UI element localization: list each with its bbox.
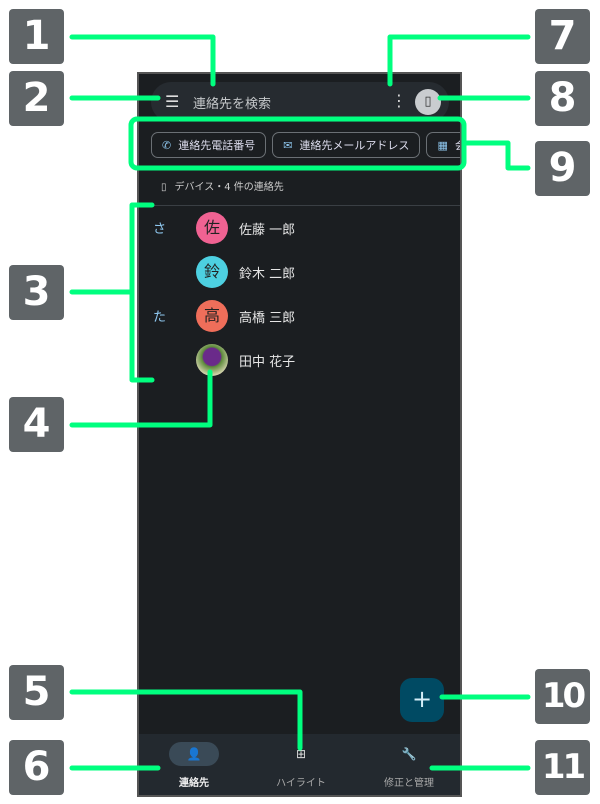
section-letter: た xyxy=(153,310,167,325)
highlight-icon: ⊞ xyxy=(295,747,307,761)
callout-1: 1 xyxy=(9,9,64,64)
chip-label: 会 xyxy=(455,137,460,153)
contact-name: 田中 花子 xyxy=(239,355,296,370)
callout-3: 3 xyxy=(9,265,64,320)
chip-label: 連絡先電話番号 xyxy=(178,139,256,152)
more-options-icon[interactable]: ⋮ xyxy=(391,91,407,110)
chip-phone[interactable]: ✆ 連絡先電話番号 xyxy=(151,132,267,158)
contact-count: ▯ デバイス・4 件の連絡先 xyxy=(161,178,284,193)
menu-icon[interactable]: ☰ xyxy=(165,92,180,111)
callout-line-4 xyxy=(69,369,213,428)
phone-screen: ☰ 連絡先を検索 ⋮ ▯ ✆連絡先電話番号✉連絡先メールアドレス▦会 ▯デバイス… xyxy=(137,72,462,797)
wrench-icon: 🔧 xyxy=(401,747,417,761)
section-letter: さ xyxy=(153,222,167,237)
callout-7: 7 xyxy=(535,9,590,64)
search-bar[interactable]: ☰ 連絡先を検索 ⋮ ▯ xyxy=(151,82,449,122)
bottom-navigation: 👤 連絡先 ⊞ ハイライト 🔧 修正と管理 xyxy=(139,734,460,795)
callout-5: 5 xyxy=(9,665,64,720)
add-contact-button[interactable]: + xyxy=(400,678,444,722)
contact-name: 鈴木 二郎 xyxy=(239,267,296,282)
tab-label: 連絡先 xyxy=(179,778,209,789)
search-input[interactable]: 連絡先を検索 xyxy=(193,97,272,112)
callout-line-3 xyxy=(69,202,155,383)
callout-line-7 xyxy=(387,34,531,87)
chip-email[interactable]: ✉ 連絡先メールアドレス xyxy=(272,132,421,158)
callout-11: 11 xyxy=(535,740,590,795)
avatar: 鈴 xyxy=(196,256,228,288)
contact-row[interactable]: 鈴鈴木 二郎 xyxy=(139,250,460,294)
callout-4: 4 xyxy=(9,397,64,452)
contact-row[interactable]: さ 佐佐藤 一郎 xyxy=(139,206,460,250)
callout-2: 2 xyxy=(9,71,64,126)
building-icon: ▦ xyxy=(437,138,448,152)
avatar: 高 xyxy=(196,300,228,332)
tab-highlights[interactable]: ⊞ ハイライト xyxy=(251,742,351,789)
tab-label: 修正と管理 xyxy=(384,778,434,789)
contact-row[interactable]: た 高高橋 三郎 xyxy=(139,294,460,338)
callout-8: 8 xyxy=(535,71,590,126)
callout-6: 6 xyxy=(9,740,64,795)
tab-fix-manage[interactable]: 🔧 修正と管理 xyxy=(359,742,459,789)
divider xyxy=(139,205,460,206)
filter-chips: ✆連絡先電話番号✉連絡先メールアドレス▦会 xyxy=(151,132,460,160)
callout-line-1 xyxy=(69,34,216,87)
contact-name: 佐藤 一郎 xyxy=(239,223,296,238)
person-icon: 👤 xyxy=(169,742,219,766)
callout-line-9 xyxy=(461,140,531,171)
tab-contacts[interactable]: 👤 連絡先 xyxy=(144,742,244,789)
mail-icon: ✉ xyxy=(283,138,293,152)
callout-9: 9 xyxy=(535,141,590,196)
chip-company[interactable]: ▦会 xyxy=(426,132,460,158)
callout-box-9 xyxy=(128,116,467,171)
contact-name: 高橋 三郎 xyxy=(239,311,296,326)
phone-icon: ✆ xyxy=(162,138,172,152)
device-icon: ▯ xyxy=(161,182,167,193)
count-label: デバイス・4 件の連絡先 xyxy=(174,182,284,193)
callout-10: 10 xyxy=(535,669,590,724)
chip-label: 連絡先メールアドレス xyxy=(299,139,410,152)
tab-label: ハイライト xyxy=(276,778,326,789)
account-device-icon[interactable]: ▯ xyxy=(415,89,441,115)
callout-line-5 xyxy=(69,689,303,751)
avatar: 佐 xyxy=(196,212,228,244)
